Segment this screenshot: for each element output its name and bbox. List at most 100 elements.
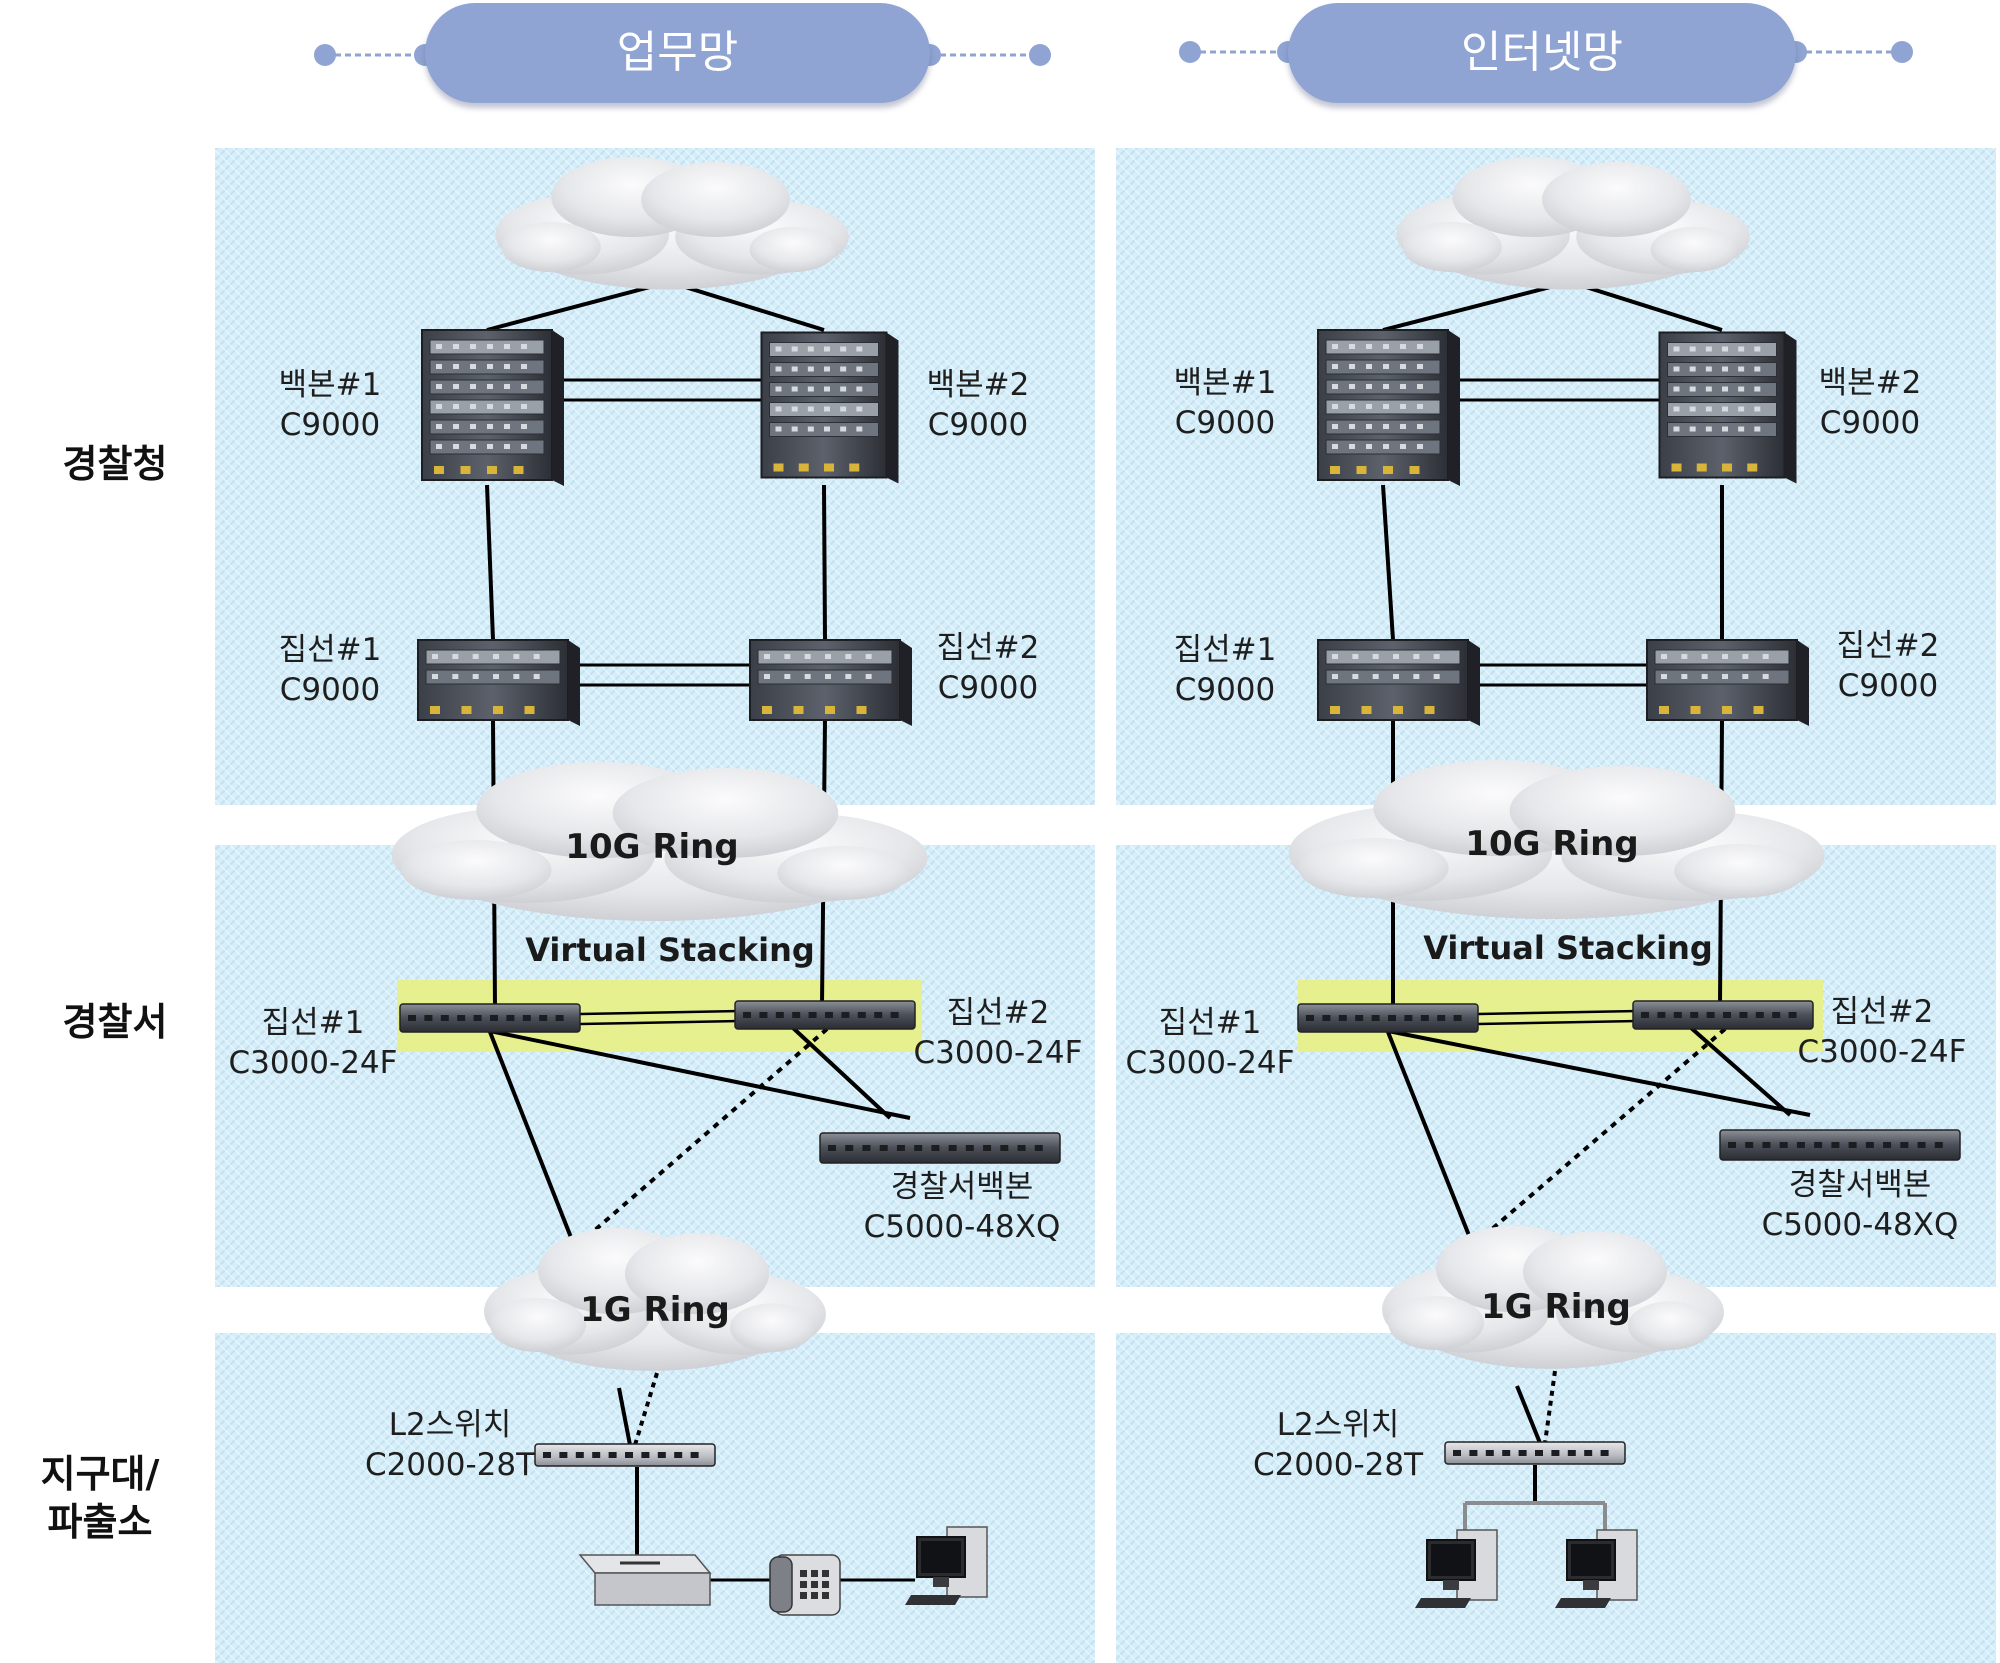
chassis-fan [460, 466, 471, 474]
link-line [1386, 1031, 1472, 1239]
chassis-fan [1671, 463, 1682, 472]
cloud-puff [501, 222, 601, 272]
chassis-fan [1356, 466, 1367, 474]
chassis-port [1754, 366, 1761, 372]
chassis-port [432, 674, 438, 679]
chassis-port [504, 364, 510, 369]
switch-port [874, 1012, 883, 1018]
chassis-port [1417, 384, 1423, 389]
chassis-side [568, 640, 580, 726]
cloud-icon [1396, 157, 1750, 290]
switch-port [1883, 1142, 1892, 1148]
switch-port [1755, 1012, 1764, 1018]
rack-switch-icon [399, 1003, 581, 1033]
chassis-side [1448, 330, 1460, 486]
link-line [579, 1009, 741, 1016]
chassis-port [436, 384, 442, 389]
chassis-switch-icon [1658, 331, 1797, 484]
cloud-puff [1628, 1301, 1712, 1350]
chassis-port [1349, 384, 1355, 389]
chassis-port [1738, 366, 1745, 372]
chassis-port [1742, 674, 1749, 679]
backbone1-name: 백본#1 [1173, 365, 1277, 401]
chassis-port [1705, 366, 1712, 372]
chassis-port [840, 346, 847, 352]
chassis-fan [430, 706, 440, 714]
agg2-model: C9000 [937, 670, 1039, 706]
phone-handset [769, 1556, 793, 1613]
switch-port [674, 1452, 683, 1458]
chassis-fan [1409, 466, 1420, 474]
chassis-switch-icon [760, 331, 899, 484]
cloud-icon [1288, 760, 1825, 919]
chassis-port [1661, 674, 1667, 679]
chassis-port [1372, 654, 1379, 659]
chassis-port [840, 386, 847, 392]
chassis-port [453, 364, 459, 369]
chassis-port [1701, 674, 1708, 679]
chassis-port [1705, 426, 1712, 432]
backbone2-name: 백본#2 [926, 367, 1030, 403]
network-title-internet: 인터넷망 [1288, 3, 1796, 103]
chassis-fan [487, 466, 497, 474]
cloud-puff [625, 1233, 769, 1315]
switch-port [1814, 1142, 1823, 1148]
link-line [1688, 1025, 1792, 1117]
chassis-port [436, 444, 442, 449]
chassis-port [504, 444, 510, 449]
switch-port [506, 1015, 515, 1021]
cloud-puff [1509, 766, 1736, 856]
chassis-port [791, 406, 798, 412]
agg2-label-business: 집선#2 C9000 [878, 628, 1098, 708]
ring-1g-label-internet: 1G Ring [1481, 1287, 1631, 1327]
chassis-port [1738, 406, 1745, 412]
chassis-port [784, 674, 791, 679]
station-agg1-label-business: 집선#1 C3000-24F [203, 1003, 423, 1083]
chassis-port [1417, 364, 1423, 369]
chassis-port [432, 654, 438, 659]
chassis-port [807, 386, 814, 392]
chassis-fan [793, 706, 804, 714]
station-backbone-model: C5000-48XQ [863, 1209, 1061, 1245]
cloud-icon [391, 762, 928, 921]
switch-port [608, 1452, 617, 1458]
chassis-port [1366, 404, 1372, 409]
chassis-port [1738, 346, 1745, 352]
chassis-fan [762, 706, 772, 714]
phone-key [811, 1581, 818, 1588]
switch-port [690, 1452, 699, 1458]
chassis-fan [513, 466, 524, 474]
chassis-port [865, 654, 872, 659]
chassis-fan [1361, 706, 1372, 714]
l2-switch-name: L2스위치 [388, 1407, 512, 1443]
chassis-port [453, 344, 459, 349]
desktop-pc-icon [1555, 1529, 1638, 1608]
chassis-port [1383, 404, 1389, 409]
chassis-port [1673, 346, 1680, 352]
chassis-port [504, 424, 510, 429]
station-backbone-label-internet: 경찰서백본 C5000-48XQ [1730, 1165, 1990, 1245]
switch-port [965, 1145, 974, 1151]
chassis-fan [856, 706, 867, 714]
chassis-fan [1330, 706, 1340, 714]
chassis-port [791, 386, 798, 392]
chassis-port [521, 424, 527, 429]
link-line [1381, 484, 1395, 641]
switch-port [896, 1145, 905, 1151]
cloud-puff [1674, 844, 1806, 898]
chassis-port [1349, 364, 1355, 369]
chassis-port [1673, 386, 1680, 392]
chassis-fan [849, 463, 860, 472]
tier-label-branch: 지구대/ 파출소 [10, 1450, 190, 1546]
chassis-port [513, 654, 520, 659]
chassis-port [1417, 424, 1423, 429]
switch-port [845, 1145, 854, 1151]
chassis-port [1372, 674, 1379, 679]
switch-body [1719, 1129, 1961, 1161]
chassis-port [1366, 384, 1372, 389]
switch-port [1306, 1015, 1314, 1021]
chassis-port [825, 654, 831, 659]
switch-port [862, 1145, 871, 1151]
chassis-port [470, 444, 476, 449]
